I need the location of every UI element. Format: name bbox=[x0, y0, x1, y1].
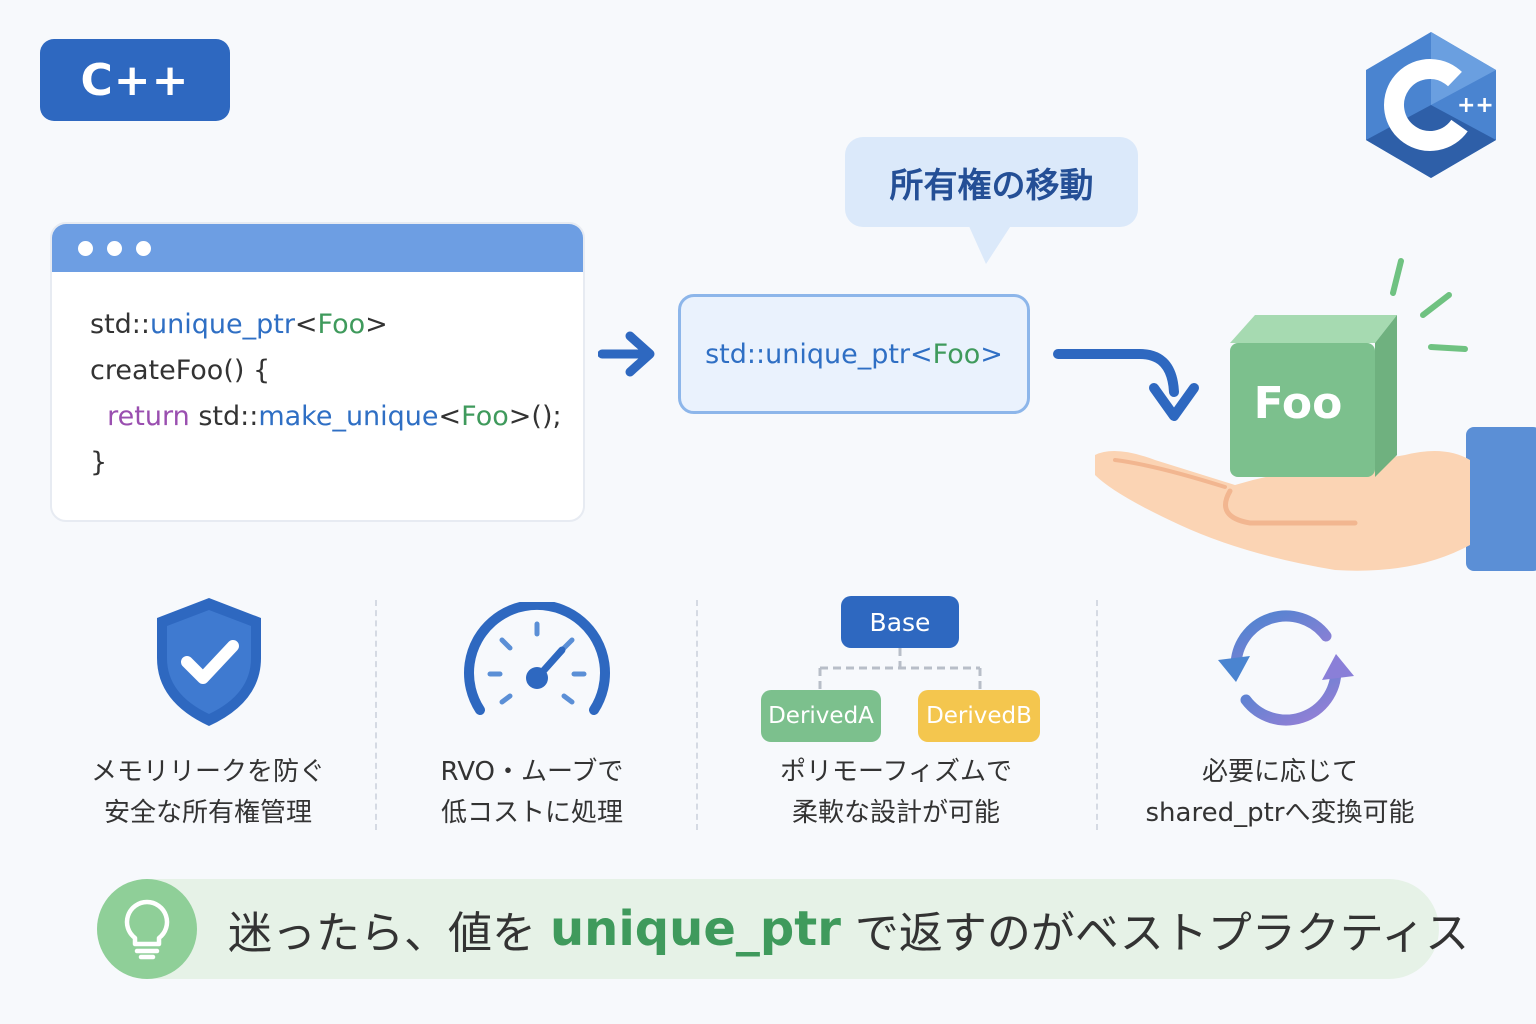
code-line-3: return std::make_unique<Foo>(); bbox=[90, 394, 583, 440]
feature-line: ポリモーフィズムで bbox=[780, 757, 1012, 787]
code-token bbox=[90, 401, 107, 432]
feature-polymorphism: Base DerivedA DerivedB ポリモーフィズムで 柔軟な設計が可… bbox=[746, 590, 1046, 840]
code-token: return bbox=[107, 401, 190, 432]
code-token: >(); bbox=[508, 401, 562, 432]
feature-line: RVO・ムーブで bbox=[440, 757, 624, 787]
base-class-node: Base bbox=[841, 596, 959, 648]
cube-top bbox=[1230, 315, 1397, 343]
lightbulb-icon bbox=[124, 899, 170, 960]
feature-line: 安全な所有権管理 bbox=[103, 798, 312, 828]
ptr-token: Foo bbox=[932, 338, 981, 370]
shield-check-icon bbox=[157, 598, 261, 726]
ptr-token: unique_ptr bbox=[765, 338, 911, 370]
derived-b-node: DerivedB bbox=[918, 690, 1040, 742]
feature-shared-ptr: 必要に応じて shared_ptrへ変換可能 bbox=[1130, 590, 1430, 840]
cpp-badge: C++ bbox=[40, 39, 230, 121]
code-token: std:: bbox=[189, 401, 259, 432]
code-token: < bbox=[438, 401, 462, 432]
class-hierarchy-icon bbox=[818, 648, 982, 690]
tip-text-after: で返すのがベストプラクティス bbox=[840, 908, 1470, 959]
code-line-4: } bbox=[90, 447, 108, 478]
tip-text: 迷ったら、値を unique_ptr で返すのがベストプラクティス bbox=[228, 879, 1469, 979]
arrow-right-icon bbox=[598, 331, 655, 377]
feature-line: 柔軟な設計が可能 bbox=[791, 798, 1000, 828]
tip-icon-circle bbox=[97, 879, 197, 979]
speedometer-icon bbox=[464, 602, 610, 715]
window-dot bbox=[107, 240, 122, 256]
feature-caption: メモリリークを防ぐ 安全な所有権管理 bbox=[58, 752, 358, 834]
palm bbox=[1095, 451, 1470, 571]
feature-line: 低コストに処理 bbox=[440, 798, 623, 828]
unique-ptr-box: std::unique_ptr<Foo> bbox=[678, 294, 1030, 414]
code-token: unique_ptr bbox=[150, 309, 295, 340]
feature-line: 必要に応じて bbox=[1201, 757, 1358, 787]
feature-memory-safety: メモリリークを防ぐ 安全な所有権管理 bbox=[58, 590, 358, 840]
divider bbox=[1096, 600, 1098, 830]
code-token: std:: bbox=[90, 309, 150, 340]
feature-line: メモリリークを防ぐ bbox=[90, 757, 325, 787]
code-window: std::unique_ptr<Foo> createFoo() { retur… bbox=[50, 222, 585, 522]
code-token: > bbox=[365, 309, 388, 340]
code-window-titlebar bbox=[52, 224, 583, 272]
bubble-tail bbox=[968, 224, 1012, 264]
code-token: < bbox=[294, 309, 318, 340]
cpp-logo-icon: ++ bbox=[1366, 32, 1496, 178]
sleeve bbox=[1466, 427, 1536, 571]
feature-caption: RVO・ムーブで 低コストに処理 bbox=[382, 752, 682, 834]
cube-side bbox=[1375, 315, 1397, 477]
feature-caption: 必要に応じて shared_ptrへ変換可能 bbox=[1130, 752, 1430, 834]
ptr-token: < bbox=[910, 338, 933, 370]
derived-a-node: DerivedA bbox=[761, 690, 881, 742]
ownership-bubble: 所有権の移動 bbox=[845, 137, 1138, 227]
curved-arrow-icon bbox=[1053, 349, 1199, 421]
divider bbox=[375, 600, 377, 830]
sparkle-icon bbox=[1390, 258, 1404, 296]
window-dot bbox=[136, 240, 151, 256]
refresh-icon bbox=[1218, 610, 1354, 726]
tip-bar bbox=[97, 879, 1439, 979]
tip-highlight: unique_ptr bbox=[550, 901, 841, 957]
code-line-2: createFoo() { bbox=[90, 355, 271, 386]
ptr-token: std:: bbox=[705, 338, 766, 370]
logo-text: ++ bbox=[1457, 93, 1494, 118]
sparkle-icon bbox=[1428, 344, 1468, 352]
feature-rvo-move: RVO・ムーブで 低コストに処理 bbox=[382, 590, 682, 840]
feature-line: shared_ptrへ変換可能 bbox=[1145, 798, 1415, 828]
code-body: std::unique_ptr<Foo> createFoo() { retur… bbox=[52, 272, 583, 486]
divider bbox=[696, 600, 698, 830]
code-line-1: std::unique_ptr<Foo> bbox=[90, 302, 583, 348]
foo-object-label: Foo bbox=[1253, 378, 1343, 429]
sparkle-icon bbox=[1420, 292, 1452, 318]
tip-text-before: 迷ったら、値を bbox=[228, 908, 550, 959]
code-token: make_unique bbox=[258, 401, 439, 432]
code-token: Foo bbox=[317, 309, 366, 340]
ptr-token: > bbox=[980, 338, 1003, 370]
code-token: Foo bbox=[461, 401, 509, 432]
cube-front bbox=[1230, 343, 1375, 477]
hand-holding-foo bbox=[1095, 258, 1536, 571]
feature-caption: ポリモーフィズムで 柔軟な設計が可能 bbox=[746, 752, 1046, 834]
window-dot bbox=[78, 240, 93, 256]
